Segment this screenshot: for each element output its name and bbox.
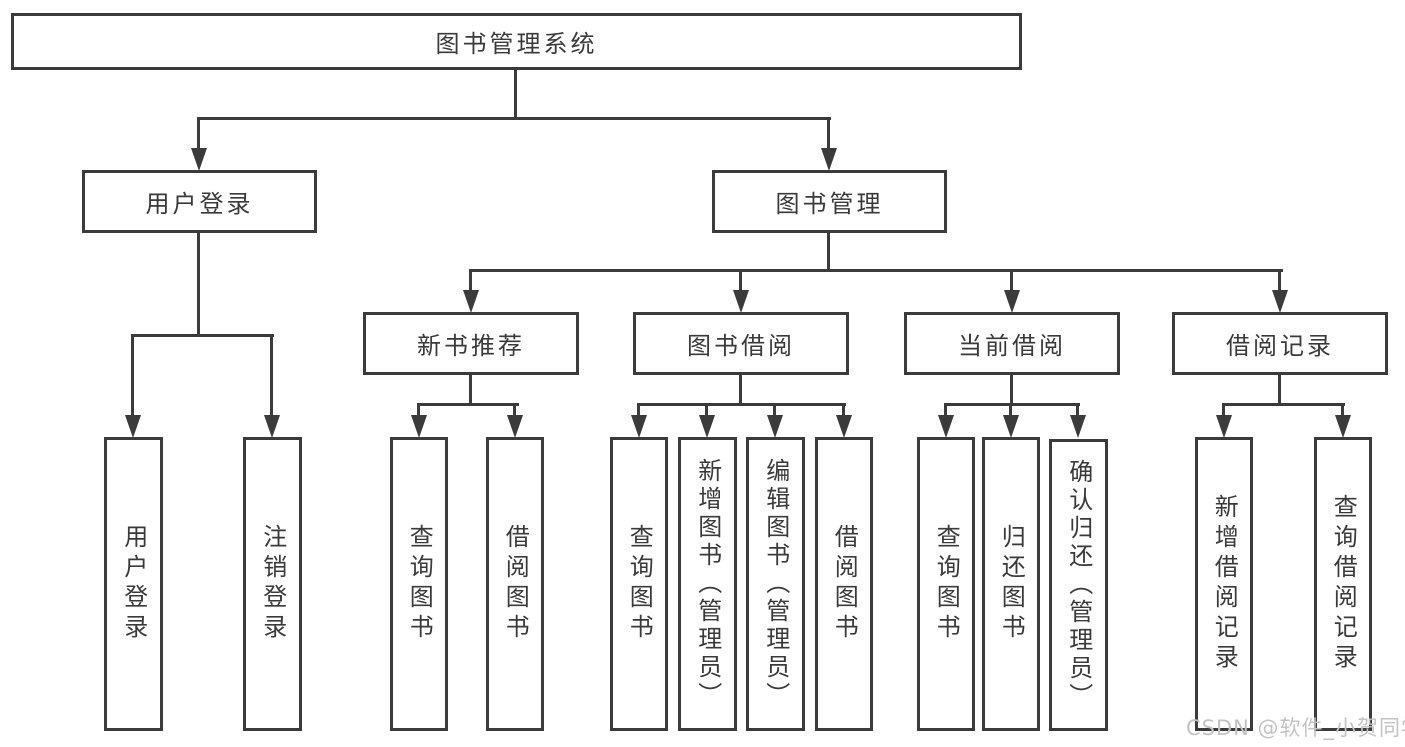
leaf-borrow-book: 借阅图书 bbox=[815, 437, 873, 731]
connector-line bbox=[1278, 269, 1281, 292]
leaf-return-book-label: 归还图书 bbox=[997, 524, 1026, 644]
connector-line bbox=[131, 334, 134, 417]
node-new-book-recommend: 新书推荐 bbox=[363, 312, 579, 375]
arrowhead-icon bbox=[631, 415, 647, 438]
leaf-query-book-borrow: 查询图书 bbox=[610, 437, 668, 731]
connector-line bbox=[739, 374, 742, 406]
arrowhead-icon bbox=[699, 415, 715, 438]
leaf-confirm-return-admin: 确认归还（管理员） bbox=[1049, 439, 1108, 731]
connector-line bbox=[1009, 403, 1012, 417]
node-root-label: 图书管理系统 bbox=[435, 30, 598, 58]
connector-line bbox=[1076, 403, 1079, 417]
arrowhead-icon bbox=[733, 290, 749, 313]
connector-line bbox=[197, 117, 200, 151]
connector-line bbox=[513, 403, 516, 417]
node-root: 图书管理系统 bbox=[11, 13, 1022, 70]
connector-line bbox=[417, 403, 519, 406]
connector-line bbox=[417, 403, 420, 417]
connector-line bbox=[739, 269, 742, 292]
connector-line bbox=[197, 233, 200, 336]
leaf-query-book-current-label: 查询图书 bbox=[932, 524, 961, 644]
connector-line bbox=[827, 117, 830, 151]
leaf-query-borrow-record-label: 查询借阅记录 bbox=[1329, 494, 1358, 674]
node-user-login: 用户登录 bbox=[82, 170, 317, 233]
connector-line bbox=[469, 374, 472, 406]
leaf-query-book-recommend-label: 查询图书 bbox=[405, 524, 434, 644]
arrowhead-icon bbox=[1335, 415, 1351, 438]
arrowhead-icon bbox=[125, 415, 141, 438]
arrowhead-icon bbox=[1003, 415, 1019, 438]
connector-line bbox=[1341, 403, 1344, 417]
node-user-login-label: 用户登录 bbox=[145, 190, 254, 218]
arrowhead-icon bbox=[821, 148, 837, 171]
arrowhead-icon bbox=[767, 415, 783, 438]
connector-line bbox=[842, 403, 845, 417]
node-book-management: 图书管理 bbox=[712, 170, 947, 233]
connector-line bbox=[705, 403, 708, 417]
connector-line bbox=[944, 403, 1080, 406]
connector-line bbox=[1222, 403, 1345, 406]
connector-line bbox=[1010, 269, 1013, 292]
arrowhead-icon bbox=[836, 415, 852, 438]
leaf-return-book: 归还图书 bbox=[982, 437, 1040, 731]
connector-line bbox=[469, 269, 1283, 272]
arrowhead-icon bbox=[191, 148, 207, 171]
leaf-borrow-book-recommend: 借阅图书 bbox=[486, 437, 544, 731]
leaf-edit-book-admin: 编辑图书（管理员） bbox=[746, 437, 805, 731]
node-book-management-label: 图书管理 bbox=[775, 190, 884, 218]
connector-line bbox=[131, 334, 274, 337]
leaf-query-book-recommend: 查询图书 bbox=[390, 437, 448, 731]
connector-line bbox=[197, 117, 831, 120]
connector-line bbox=[1278, 374, 1281, 406]
node-current-borrow: 当前借阅 bbox=[904, 312, 1120, 375]
arrowhead-icon bbox=[507, 415, 523, 438]
leaf-query-book-borrow-label: 查询图书 bbox=[625, 524, 654, 644]
arrowhead-icon bbox=[463, 290, 479, 313]
leaf-user-login: 用户登录 bbox=[104, 437, 163, 731]
leaf-logout-label: 注销登录 bbox=[258, 524, 287, 644]
leaf-borrow-book-label: 借阅图书 bbox=[830, 524, 859, 644]
connector-line bbox=[827, 233, 830, 271]
arrowhead-icon bbox=[938, 415, 954, 438]
arrowhead-icon bbox=[1272, 290, 1288, 313]
arrowhead-icon bbox=[1070, 415, 1086, 438]
leaf-add-borrow-record: 新增借阅记录 bbox=[1195, 437, 1253, 731]
arrowhead-icon bbox=[1004, 290, 1020, 313]
leaf-add-book-admin-label: 新增图书（管理员） bbox=[693, 458, 722, 710]
node-borrow-records-label: 借阅记录 bbox=[1226, 332, 1334, 360]
leaf-borrow-book-recommend-label: 借阅图书 bbox=[501, 524, 530, 644]
node-current-borrow-label: 当前借阅 bbox=[958, 332, 1066, 360]
leaf-add-book-admin: 新增图书（管理员） bbox=[678, 437, 737, 731]
node-borrow-records: 借阅记录 bbox=[1172, 312, 1388, 375]
connector-line bbox=[270, 334, 273, 417]
connector-line bbox=[469, 269, 472, 292]
leaf-confirm-return-admin-label: 确认归还（管理员） bbox=[1064, 459, 1093, 711]
leaf-user-login-label: 用户登录 bbox=[119, 524, 148, 644]
connector-line bbox=[944, 403, 947, 417]
csdn-watermark: CSDN @软件_小贺同学 bbox=[1186, 716, 1405, 740]
arrowhead-icon bbox=[264, 415, 280, 438]
leaf-query-borrow-record: 查询借阅记录 bbox=[1314, 437, 1372, 731]
connector-line bbox=[773, 403, 776, 417]
node-new-book-recommend-label: 新书推荐 bbox=[417, 332, 525, 360]
leaf-edit-book-admin-label: 编辑图书（管理员） bbox=[761, 458, 790, 710]
arrowhead-icon bbox=[1216, 415, 1232, 438]
leaf-query-book-current: 查询图书 bbox=[917, 437, 975, 731]
node-book-borrow-label: 图书借阅 bbox=[687, 332, 795, 360]
connector-line bbox=[637, 403, 640, 417]
arrowhead-icon bbox=[411, 415, 427, 438]
connector-line bbox=[637, 403, 846, 406]
connector-line bbox=[1222, 403, 1225, 417]
leaf-add-borrow-record-label: 新增借阅记录 bbox=[1210, 494, 1239, 674]
leaf-logout: 注销登录 bbox=[243, 437, 302, 731]
connector-line bbox=[514, 70, 517, 118]
node-book-borrow: 图书借阅 bbox=[633, 312, 849, 375]
connector-line bbox=[1010, 374, 1013, 406]
